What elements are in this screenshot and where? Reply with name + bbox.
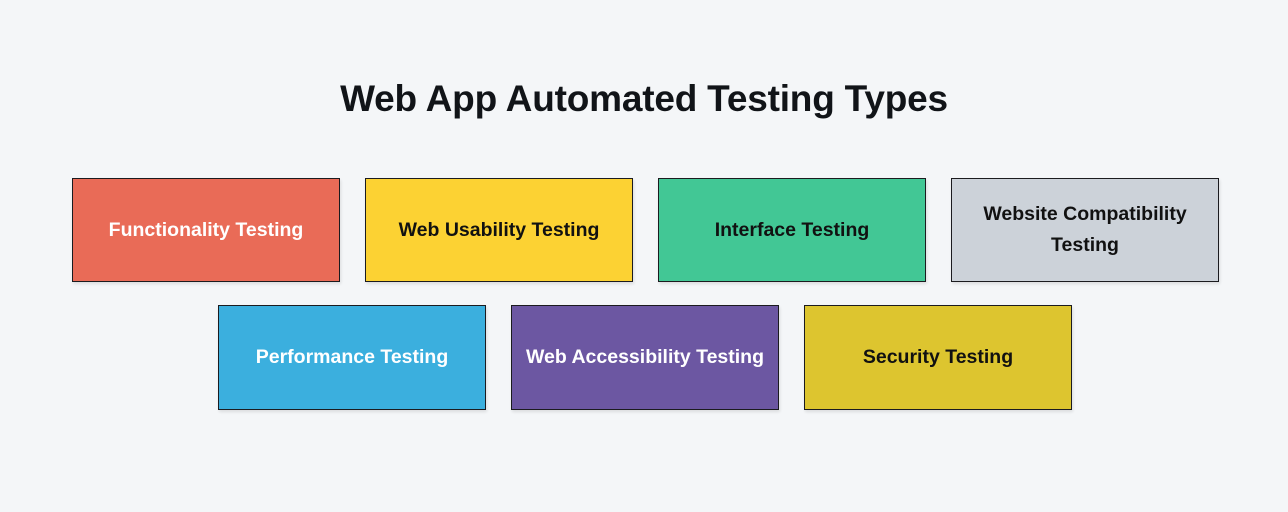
- card-label: Security Testing: [862, 346, 1014, 368]
- testing-type-card-interface-testing[interactable]: Interface Testing: [658, 178, 926, 282]
- testing-type-row-1: Functionality Testing Web Usability Test…: [72, 178, 1219, 282]
- testing-type-row-2: Performance Testing Web Accessibility Te…: [218, 305, 1072, 410]
- card-label: Performance Testing: [255, 346, 449, 368]
- page-title: Web App Automated Testing Types: [340, 78, 948, 119]
- testing-type-card-security-testing[interactable]: Security Testing: [804, 305, 1072, 410]
- testing-type-card-functionality-testing[interactable]: Functionality Testing: [72, 178, 340, 282]
- card-label: Functionality Testing: [108, 218, 304, 241]
- testing-type-card-performance-testing[interactable]: Performance Testing: [218, 305, 486, 410]
- card-label: Website Compatibility Testing: [983, 203, 1187, 256]
- card-label: Web Accessibility Testing: [525, 346, 765, 368]
- testing-type-card-web-usability-testing[interactable]: Web Usability Testing: [365, 178, 633, 282]
- testing-type-card-website-compatibility-testing[interactable]: Website Compatibility Testing: [951, 178, 1219, 282]
- card-label: Interface Testing: [714, 218, 870, 241]
- testing-type-card-web-accessibility-testing[interactable]: Web Accessibility Testing: [511, 305, 779, 410]
- card-label: Web Usability Testing: [398, 218, 600, 241]
